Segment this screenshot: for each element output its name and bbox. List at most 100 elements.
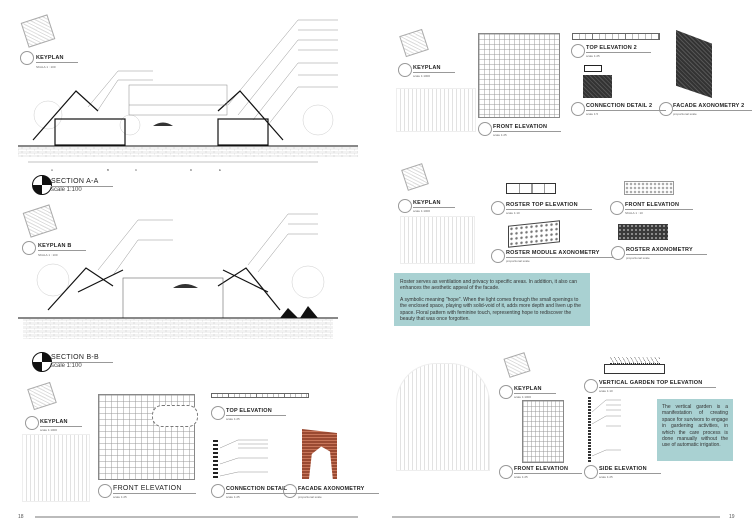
section-symbol-icon — [32, 352, 52, 372]
connection-detail-drawing — [213, 440, 218, 480]
title-circle — [211, 484, 225, 498]
title-circle — [398, 63, 412, 77]
side-elevation-scale: scale 1:25 — [599, 475, 613, 479]
roster-wall-photo — [396, 88, 476, 132]
title-circle — [20, 51, 34, 65]
side-elevation-leaders — [591, 399, 621, 457]
top-front-elevation-title: FRONT ELEVATION — [493, 124, 562, 132]
axis-c: C — [135, 168, 138, 172]
facade-axonometry-2-drawing — [676, 30, 712, 98]
roster-front-elevation-title: FRONT ELEVATION — [625, 202, 694, 210]
section-symbol-icon — [32, 175, 52, 195]
title-circle — [491, 249, 505, 263]
facade-photo — [22, 434, 90, 502]
roster-module-axonometry-title: ROSTER MODULE AXONOMETRY — [506, 250, 614, 258]
keyplan-a-scale: SKALA 1 : 100 — [36, 65, 56, 69]
garden-top-elevation-drawing — [604, 364, 665, 374]
keyplan-b-scale: SKALA 1 : 100 — [38, 253, 58, 257]
title-circle — [22, 241, 36, 255]
section-b-title: SECTION B-B — [51, 354, 114, 363]
axis-a: A — [51, 168, 53, 172]
top-elevation-2-drawing — [572, 33, 660, 40]
facade-axonometry-2-scale: proportional scale — [673, 112, 697, 116]
section-a-title: SECTION A-A — [51, 178, 113, 187]
roster-front-elevation-scale: SKALA 1 : 10 — [625, 211, 643, 215]
connection-detail-2-drawing — [583, 75, 612, 98]
keyplan-thumbnail — [27, 381, 57, 411]
side-elevation-title: SIDE ELEVATION — [599, 466, 661, 474]
page-number: 18 — [18, 514, 24, 520]
front-elevation-drawing — [478, 33, 560, 118]
title-circle — [25, 416, 39, 430]
roster-front-elevation-drawing — [624, 181, 674, 195]
title-circle — [283, 484, 297, 498]
roster-keyplan-title: KEYPLAN — [413, 200, 455, 208]
detail-keyplan-title: KEYPLAN — [40, 419, 82, 427]
roster-top-elevation-drawing — [506, 183, 556, 194]
connection-detail-scale: scale 1:25 — [226, 495, 240, 499]
footer-rule — [35, 516, 358, 518]
facade-axonometry-2-title: FACADE AXONOMETRY 2 — [673, 103, 752, 111]
connection-detail-leaders — [219, 439, 268, 477]
top-keyplan-scale: scale 1:1000 — [413, 74, 431, 78]
roster-axonometry-title: ROSTER AXONOMETRY — [626, 247, 707, 255]
section-b-scale: scale 1:100 — [51, 363, 82, 369]
garden-description-box: The vertical garden is a manifestation o… — [657, 399, 733, 461]
keyplan-thumbnail — [503, 352, 531, 378]
keyplan-a-title: KEYPLAN — [36, 55, 78, 63]
roster-top-elevation-scale: scale 1:10 — [506, 211, 520, 215]
title-circle — [499, 465, 513, 479]
connection-cap — [584, 65, 602, 72]
roster-top-elevation-title: ROSTER TOP ELEVATION — [506, 202, 592, 210]
plants — [610, 357, 660, 364]
axis-e: E — [219, 168, 221, 172]
title-circle — [584, 465, 598, 479]
garden-top-elevation-title: VERTICAL GARDEN TOP ELEVATION — [599, 380, 717, 388]
title-circle — [611, 246, 625, 260]
garden-description: The vertical garden is a manifestation o… — [662, 404, 728, 449]
garden-top-elevation-scale: scale 1:10 — [599, 389, 613, 393]
section-b-drawing — [18, 213, 338, 339]
keyplan-thumbnail — [399, 28, 429, 58]
arch-window-photo — [396, 363, 490, 471]
title-circle — [98, 484, 112, 498]
keyplan-thumbnail — [401, 163, 429, 191]
top-elevation-scale: scale 1:25 — [226, 417, 240, 421]
connection-detail-2-scale: scale 1:5 — [586, 112, 599, 116]
garden-keyplan-scale: scale 1:1000 — [514, 395, 532, 399]
garden-front-elevation-scale: scale 1:25 — [514, 475, 528, 479]
facade-axonometry-scale: proportional scale — [298, 495, 322, 499]
title-circle — [478, 122, 492, 136]
roster-description-1: Roster serves as ventilation and privacy… — [400, 279, 578, 292]
title-circle — [571, 102, 585, 116]
front-elevation-title: FRONT ELEVATION — [113, 485, 196, 494]
top-front-elevation-scale: scale 1:25 — [493, 133, 507, 137]
roster-description-2: A symbolic meaning "hope". When the ligh… — [400, 296, 581, 323]
roster-module-axonometry-drawing — [508, 220, 560, 248]
title-circle — [610, 201, 624, 215]
roster-keyplan-scale: scale 1:1000 — [413, 209, 431, 213]
roster-photo — [400, 216, 475, 264]
top-elevation-drawing — [211, 393, 309, 398]
side-elevation-drawing — [588, 397, 591, 463]
roster-description-box: Roster serves as ventilation and privacy… — [394, 273, 590, 326]
top-elevation-2-scale: scale 1:25 — [586, 54, 600, 58]
connection-detail-2-title: CONNECTION DETAIL 2 — [586, 103, 667, 111]
axis-b: B — [107, 168, 109, 172]
facade-axonometry-drawing — [302, 429, 337, 479]
title-circle — [211, 406, 225, 420]
keyplan-b-title: KEYPLAN B — [38, 243, 86, 251]
roster-axonometry-scale: proportional scale — [626, 256, 650, 260]
top-keyplan-title: KEYPLAN — [413, 65, 455, 73]
garden-front-elevation-drawing — [522, 400, 564, 463]
roster-module-axonometry-scale: proportional scale — [506, 259, 530, 263]
arch-opening — [152, 405, 198, 427]
axis-d: D — [190, 168, 193, 172]
footer-rule — [392, 516, 720, 518]
roster-axonometry-drawing — [618, 224, 668, 240]
section-a-scale: scale 1:100 — [51, 187, 82, 193]
garden-front-elevation-title: FRONT ELEVATION — [514, 466, 583, 474]
garden-keyplan-title: KEYPLAN — [514, 386, 556, 394]
front-elevation-scale: scale 1:25 — [113, 495, 127, 499]
section-a-drawing: A B C D E — [18, 19, 358, 172]
